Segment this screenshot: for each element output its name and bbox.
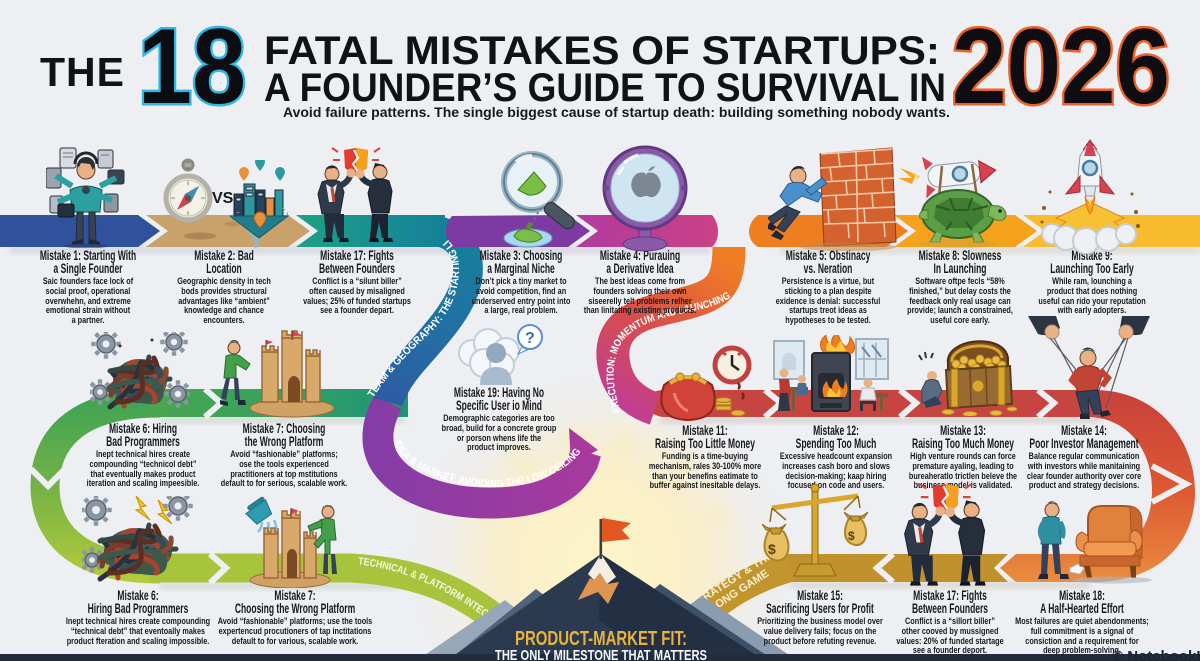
svg-text:PRODUCT-MARKET FIT:: PRODUCT-MARKET FIT: — [515, 628, 687, 650]
svg-text:A FOUNDER’S GUIDE TO SURVIVAL: A FOUNDER’S GUIDE TO SURVIVAL IN — [264, 66, 946, 109]
svg-text:$: $ — [768, 541, 776, 557]
svg-text:?: ? — [525, 330, 535, 347]
svg-text:© NotebookLM: © NotebookLM — [1112, 648, 1200, 661]
svg-text:18: 18 — [138, 10, 246, 122]
svg-text:2026: 2026 — [952, 10, 1170, 122]
svg-text:$: $ — [848, 529, 855, 543]
svg-text:FATAL MISTAKES OF STARTUPS:: FATAL MISTAKES OF STARTUPS: — [264, 29, 940, 73]
svg-text:THE ONLY MILESTONE THAT MATTER: THE ONLY MILESTONE THAT MATTERS — [495, 647, 707, 661]
svg-text:VS: VS — [212, 190, 234, 207]
